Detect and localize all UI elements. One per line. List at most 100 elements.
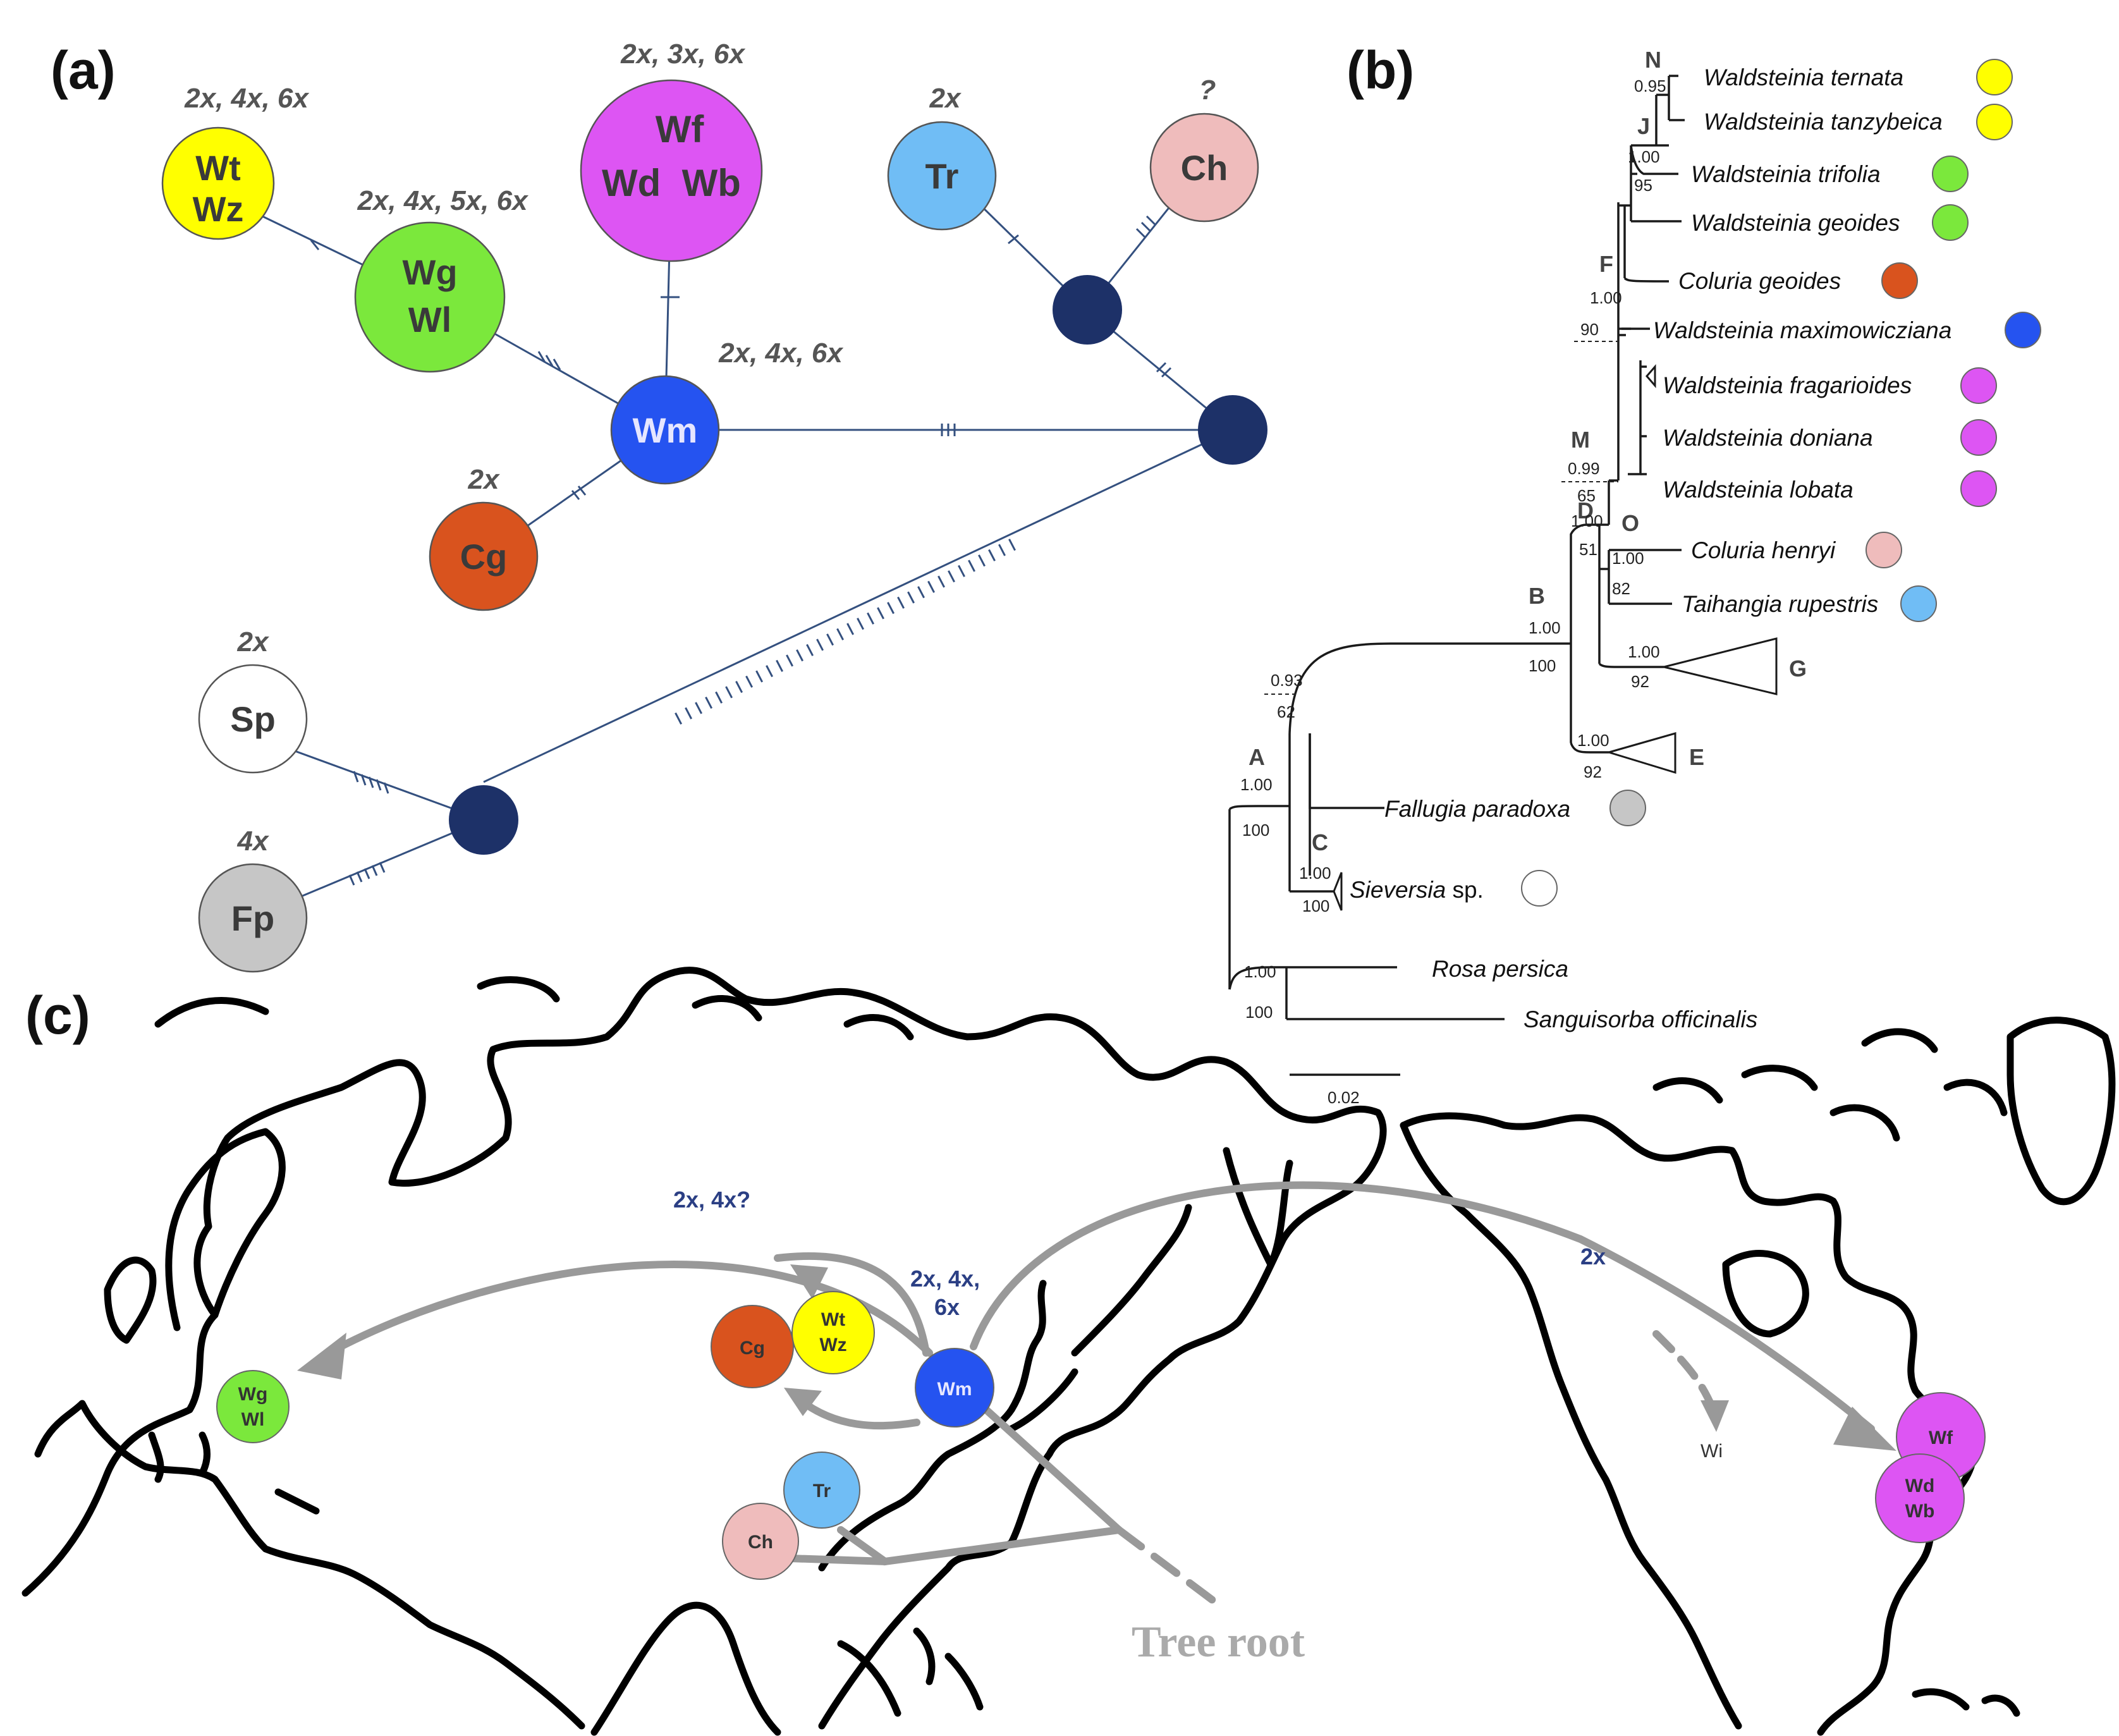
text-label: 100 [1529, 656, 1556, 675]
map-node-wt: Wt Wz [791, 1291, 875, 1374]
mutation-tick [776, 659, 784, 672]
text-label: Wl [241, 1409, 265, 1430]
text-label: Waldsteinia lobata [1663, 477, 1853, 503]
world-map [21, 967, 2116, 1736]
map-node-wm: Wm [915, 1348, 994, 1427]
eurasia-coastline [21, 967, 1387, 1730]
haplotype-sp: Sp 2x [198, 627, 308, 774]
haplotype-wf: Wf Wd Wb 2x, 3x, 6x [580, 39, 763, 262]
tree-root-label: Tree root [1132, 1618, 1305, 1666]
text-label: 0.02 [1328, 1088, 1360, 1107]
text-label: Waldsteinia doniana [1663, 425, 1873, 451]
text-label: Wd Wb [602, 162, 741, 204]
text-label: Wt [195, 148, 241, 188]
map-ploidy-wm-line2: 6x [934, 1294, 960, 1320]
mutation-tick [846, 623, 855, 635]
text-label: 4x [237, 826, 269, 857]
mutation-tick [988, 549, 996, 561]
dispersal-arrows [297, 1181, 1896, 1610]
text-label: Wm [633, 410, 698, 450]
haplotype-fp: Fp 4x [198, 826, 308, 973]
arrow-to-wt [774, 1252, 930, 1357]
text-label: Sanguisorba officinalis [1524, 1006, 1757, 1032]
clade-letters: N J F M D O B A C G E [1249, 47, 1807, 855]
mutation-tick [857, 618, 865, 630]
text-label: 1.00 [1240, 775, 1273, 794]
text-label: Cg [740, 1338, 765, 1359]
text-label: sp. [1446, 877, 1484, 903]
map-wi-label: Wi [1701, 1441, 1723, 1462]
text-label: J [1637, 113, 1650, 139]
china-coast [818, 1280, 1047, 1572]
mutation-tick [877, 607, 884, 620]
mutation-tick [745, 675, 754, 688]
text-label: Wb [1905, 1501, 1935, 1522]
text-label: 65 [1577, 486, 1596, 505]
text-label: 0.95 [1634, 76, 1666, 95]
text-label: Tr [813, 1481, 831, 1501]
mutation-tick [948, 570, 955, 583]
text-label: Fp [231, 898, 274, 938]
mutation-tick [766, 665, 774, 678]
scandinavia-coastline [165, 1128, 286, 1331]
text-label: 100 [1242, 821, 1269, 840]
mutation-tick [715, 691, 723, 704]
panel-b-label: (b) [1347, 40, 1414, 100]
mutation-tick [695, 702, 703, 714]
text-label: Sieversia [1350, 877, 1446, 903]
text-label: 1.00 [1612, 549, 1644, 568]
mutation-tick [907, 591, 915, 604]
map-node-wg: Wg Wl [216, 1370, 290, 1443]
text-label: Rosa persica [1432, 956, 1568, 982]
map-node-wd: Wd Wb [1875, 1453, 1965, 1543]
mutation-tick [927, 580, 935, 593]
haplotype-cg: Cg 2x [429, 464, 539, 611]
text-label: 1.00 [1571, 511, 1603, 530]
text-label: Waldsteinia fragarioides [1663, 372, 1912, 398]
text-label: 1.00 [1299, 864, 1331, 883]
text-label: Fallugia paradoxa [1384, 796, 1570, 822]
map-node-cg: Cg [711, 1305, 794, 1388]
text-label: F [1599, 251, 1613, 277]
kamchatka [1223, 1147, 1293, 1268]
text-label: Waldsteinia geoides [1691, 210, 1900, 236]
median-vector-3 [449, 785, 518, 855]
text-label: Wg [238, 1384, 268, 1405]
arrowhead-europe [297, 1333, 346, 1379]
taxon-sieversia: Sieversia sp. [1350, 877, 1484, 903]
arctic-archipelago [1652, 1028, 2008, 1142]
text-label: 2x, 4x, 6x [718, 338, 843, 369]
text-label: A [1249, 744, 1265, 770]
haplotype-tr: Tr 2x [887, 83, 997, 231]
mutation-tick [897, 596, 905, 609]
haplotype-ch: Ch ? [1149, 75, 1259, 223]
text-label: 62 [1277, 702, 1295, 721]
text-label: Taihangia rupestris [1682, 591, 1878, 617]
tree-root-to-ch [786, 1555, 889, 1565]
haplotype-wg: Wg Wl 2x, 4x, 5x, 6x [354, 185, 528, 373]
taxon-labels: Waldsteinia ternata Waldsteinia tanzybei… [1350, 64, 1951, 1032]
europe-south-coastline [34, 1400, 585, 1730]
tree-root-stem [1115, 1526, 1224, 1610]
text-label: 2x [237, 627, 269, 657]
text-label: Waldsteinia tanzybeica [1704, 109, 1943, 135]
dashed-markers [1264, 341, 1618, 695]
text-label: 100 [1302, 896, 1329, 915]
north-america-west-coast [1400, 1122, 1742, 1730]
text-label: 92 [1584, 762, 1602, 781]
mutation-ticks [310, 215, 1172, 886]
text-label: 100 [1245, 1003, 1273, 1022]
panel-c-label: (c) [25, 986, 90, 1045]
text-label: 1.00 [1577, 731, 1609, 750]
text-label: Wg [402, 252, 457, 292]
greenland [2006, 1017, 2116, 1206]
text-label: 2x, 4x, 5x, 6x [357, 185, 528, 216]
text-label: Wf [656, 108, 705, 150]
mutation-tick [836, 628, 845, 640]
arrowhead-wi [1701, 1400, 1729, 1432]
arrow-to-wi-dashed [1652, 1330, 1717, 1414]
text-label: 2x, 3x, 6x [620, 39, 745, 70]
map-node-tr: Tr [783, 1452, 860, 1529]
taxon-color-dots [1521, 59, 2041, 907]
